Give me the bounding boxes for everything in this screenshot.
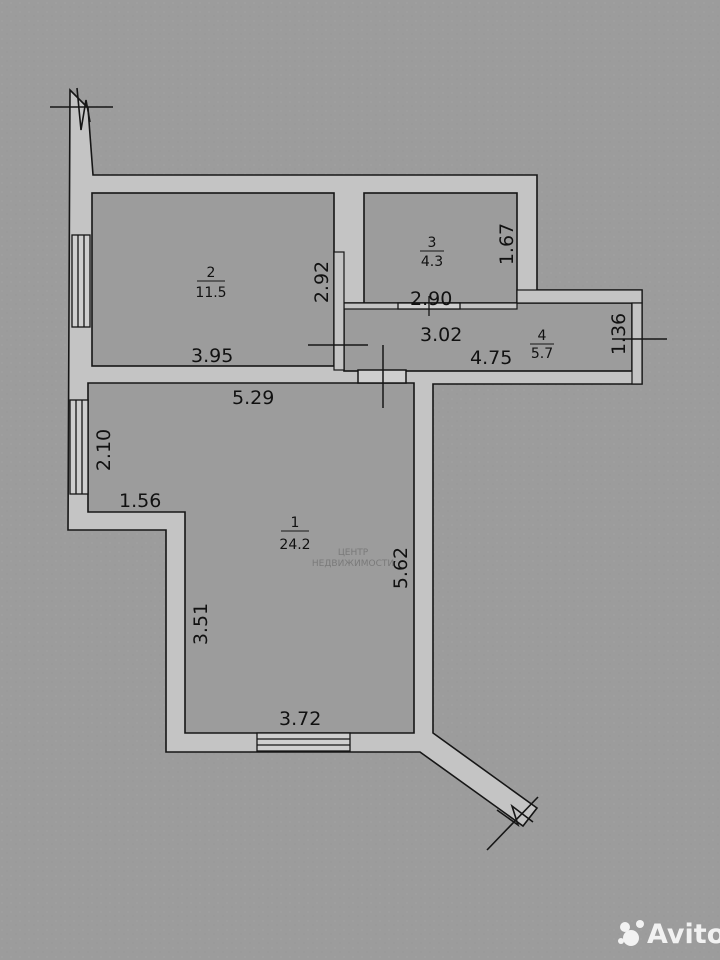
avito-logo: Avito <box>618 919 720 950</box>
door-room-1 <box>357 345 407 408</box>
dim-room2-right: 2.92 <box>311 261 333 303</box>
dim-room1-bottom: 3.72 <box>279 708 321 730</box>
dim-room3-bottom: 2.90 <box>410 288 452 310</box>
dim-room1-step: 1.56 <box>119 490 161 512</box>
room-3-label: 3 4.3 <box>420 235 444 270</box>
room-2-floor <box>91 192 335 367</box>
avito-logo-text: Avito <box>647 919 720 950</box>
dim-hall-bottom: 4.75 <box>470 347 512 369</box>
break-mark-top <box>50 87 113 131</box>
room-3-number: 3 <box>428 235 437 251</box>
room-3-area: 4.3 <box>421 254 443 270</box>
dim-room1-top: 5.29 <box>232 387 274 409</box>
room-4-area: 5.7 <box>531 346 553 362</box>
window-room-2 <box>71 234 91 328</box>
window-room-1-left <box>69 399 89 495</box>
dim-room1-left-lower: 3.51 <box>190 603 212 645</box>
room-2-label: 2 11.5 <box>195 265 226 301</box>
room-4-number: 4 <box>538 328 547 344</box>
door-room-3 <box>397 296 461 316</box>
partition-2-4 <box>333 251 345 371</box>
room-4-label: 4 5.7 <box>530 328 554 362</box>
dim-room2-bottom: 3.95 <box>191 345 233 367</box>
dim-hall-right: 1.36 <box>608 313 630 355</box>
window-room-1-bottom <box>256 732 351 752</box>
partition-hall-right <box>631 302 643 385</box>
avito-dots-icon <box>618 920 644 946</box>
room-2-area: 11.5 <box>195 285 226 301</box>
dim-room1-right: 5.62 <box>390 547 412 589</box>
dim-room1-left-upper: 2.10 <box>93 429 115 471</box>
dim-hall-top: 3.02 <box>420 324 462 346</box>
room-1-number: 1 <box>291 515 300 531</box>
room-1-floor <box>87 382 415 734</box>
room-2-number: 2 <box>207 265 216 281</box>
dim-room3-right: 1.67 <box>496 223 518 265</box>
partition-hall-extension <box>516 289 643 304</box>
watermark-line-1: ЦЕНТР <box>338 548 369 558</box>
room-1-label: 1 24.2 <box>279 515 310 553</box>
room-1-area: 24.2 <box>279 537 310 553</box>
watermark-line-2: НЕДВИЖИМОСТИ <box>312 559 394 569</box>
break-mark-bottom <box>486 796 539 851</box>
